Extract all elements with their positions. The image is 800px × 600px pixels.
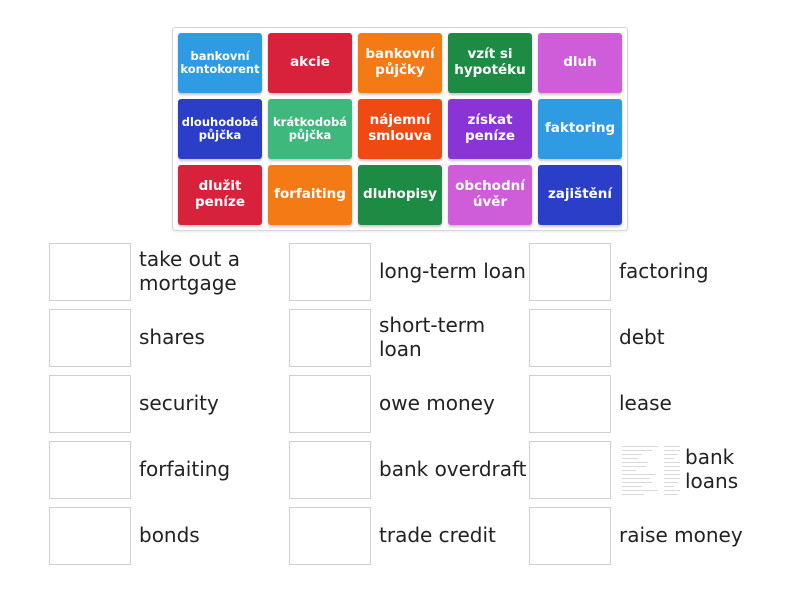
tile-faktoring[interactable]: faktoring xyxy=(538,99,622,159)
drop-slot-security[interactable] xyxy=(49,375,131,433)
drop-slot-factoring[interactable] xyxy=(529,243,611,301)
tile-dlouhodoba-pujcka[interactable]: dlouhodobá půjčka xyxy=(178,99,262,159)
target-label: debt xyxy=(619,324,665,349)
tile-akcie[interactable]: akcie xyxy=(268,33,352,93)
drop-slot-lease[interactable] xyxy=(529,375,611,433)
drop-slot-bank-loans[interactable] xyxy=(529,441,611,499)
tile-najemni-smlouva[interactable]: nájemní smlouva xyxy=(358,99,442,159)
target-label: bank overdraft xyxy=(379,456,527,481)
tile-dluhopisy[interactable]: dluhopisy xyxy=(358,165,442,225)
drop-slot-bonds[interactable] xyxy=(49,507,131,565)
target-label: lease xyxy=(619,390,672,415)
target-label: forfaiting xyxy=(139,456,231,481)
target-label: factoring xyxy=(619,258,709,283)
target-label: security xyxy=(139,390,219,415)
target-label: bank loans xyxy=(685,444,739,493)
drop-slot-shares[interactable] xyxy=(49,309,131,367)
drop-slot-take-out-a-mortgage[interactable] xyxy=(49,243,131,301)
target-label: take out a mortgage xyxy=(139,246,240,295)
tile-zajisteni[interactable]: zajištění xyxy=(538,165,622,225)
tile-vzit-si-hypoteku[interactable]: vzít si hypotéku xyxy=(448,33,532,93)
drop-slot-long-term-loan[interactable] xyxy=(289,243,371,301)
target-label: owe money xyxy=(379,390,495,415)
target-label: trade credit xyxy=(379,522,496,547)
target-label: raise money xyxy=(619,522,743,547)
tile-bankovni-pujcky[interactable]: bankovní půjčky xyxy=(358,33,442,93)
tile-kratkodoba-pujcka[interactable]: krátkodobá půjčka xyxy=(268,99,352,159)
drop-slot-debt[interactable] xyxy=(529,309,611,367)
drop-slot-bank-overdraft[interactable] xyxy=(289,441,371,499)
table-thumbnail-image xyxy=(620,442,682,496)
drop-slot-short-term-loan[interactable] xyxy=(289,309,371,367)
drop-slot-raise-money[interactable] xyxy=(529,507,611,565)
tile-obchodni-uver[interactable]: obchodní úvěr xyxy=(448,165,532,225)
target-label: shares xyxy=(139,324,205,349)
drop-slot-forfaiting[interactable] xyxy=(49,441,131,499)
target-label: bonds xyxy=(139,522,200,547)
target-label: long-term loan xyxy=(379,258,526,283)
tile-dluh[interactable]: dluh xyxy=(538,33,622,93)
tile-dluzit-penize[interactable]: dlužit peníze xyxy=(178,165,262,225)
tile-ziskat-penize[interactable]: získat peníze xyxy=(448,99,532,159)
tile-bankovni-kontokorent[interactable]: bankovní kontokorent xyxy=(178,33,262,93)
drop-slot-trade-credit[interactable] xyxy=(289,507,371,565)
tile-forfaiting[interactable]: forfaiting xyxy=(268,165,352,225)
drop-slot-owe-money[interactable] xyxy=(289,375,371,433)
target-label: short-term loan xyxy=(379,312,486,361)
